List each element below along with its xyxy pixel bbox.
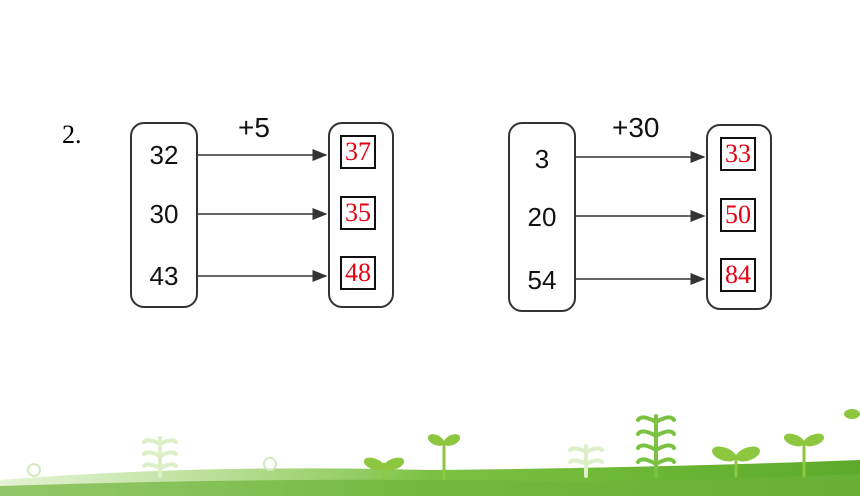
input-number: 30	[149, 199, 179, 229]
input-number: 20	[527, 202, 557, 232]
sprout-icon	[142, 436, 178, 478]
answer-box[interactable]: 84	[720, 258, 756, 292]
answer-box[interactable]: 48	[340, 256, 376, 290]
answer-box[interactable]: 33	[720, 137, 756, 171]
mapping-arrows	[198, 149, 706, 285]
input-box-2	[508, 122, 576, 312]
answer-box[interactable]: 50	[720, 198, 756, 232]
input-box-1	[130, 122, 198, 308]
input-number: 32	[149, 140, 179, 170]
output-box-1	[328, 122, 394, 308]
answer-box[interactable]: 37	[340, 135, 376, 169]
problem-number: 2.	[62, 120, 82, 149]
input-number: 43	[149, 261, 179, 291]
sprout-icon	[568, 444, 604, 478]
circle-icon	[27, 463, 41, 477]
input-number: 3	[534, 144, 550, 174]
sprout-icon	[844, 409, 860, 419]
operation-label: +5	[238, 112, 270, 143]
answer-box[interactable]: 35	[340, 196, 376, 230]
sprout-icon	[427, 434, 461, 480]
circle-icon	[263, 457, 277, 471]
sprout-icon	[712, 446, 760, 478]
sprout-icon	[363, 457, 405, 480]
output-box-2	[706, 124, 772, 310]
input-number: 54	[527, 265, 557, 295]
sprout-icon	[783, 433, 825, 478]
sprout-icon	[636, 414, 676, 478]
operation-label: +30	[612, 112, 660, 143]
grass-decoration	[0, 409, 860, 496]
